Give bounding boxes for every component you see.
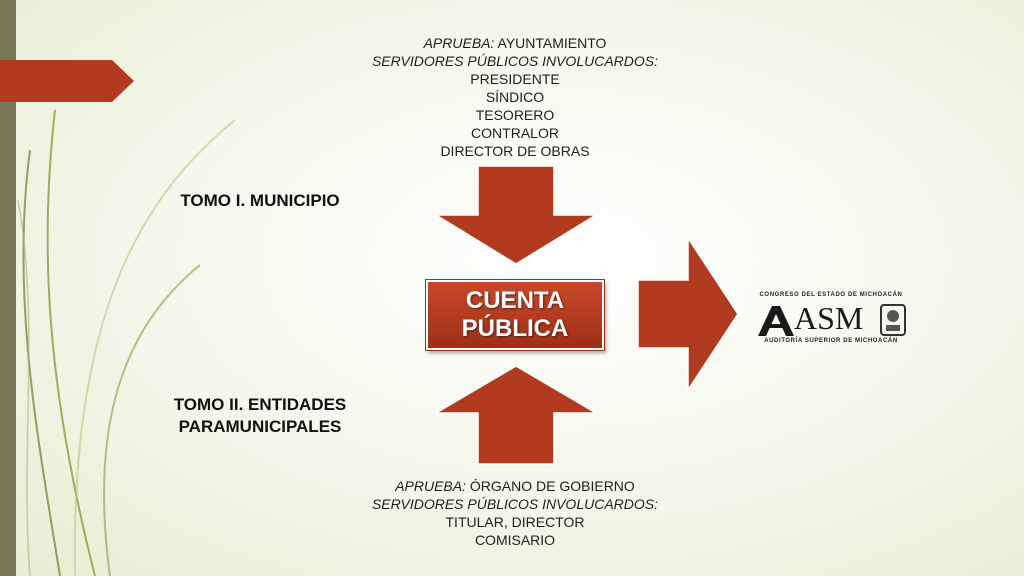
tomo-2-line2: PARAMUNICIPALES [178,417,342,436]
decorative-leaf-lines [17,109,236,576]
logo-seal-icon [880,304,906,336]
asm-logo: CONGRESO DEL ESTADO DE MICHOACÁN ASM AUD… [752,290,910,348]
bottom-involved-item: COMISARIO [474,532,556,548]
top-approves-line: APRUEBA: AYUNTAMIENTO [360,34,670,52]
logo-name: ASM [794,300,864,336]
title-tab-flag [0,60,134,102]
top-involved-item: CONTRALOR [471,125,559,141]
top-involved-item: PRESIDENTE [470,71,560,87]
right-arrow-icon [637,235,739,393]
cuenta-publica-box: CUENTA PÚBLICA [426,280,604,350]
bottom-approves-line: APRUEBA: ÓRGANO DE GOBIERNO [360,477,670,495]
tomo-1-label: TOMO I. MUNICIPIO [180,191,340,210]
logo-top-text: CONGRESO DEL ESTADO DE MICHOACÁN [759,292,903,298]
top-involved-item: DIRECTOR DE OBRAS [440,143,590,159]
logo-bottom-text: AUDITORÍA SUPERIOR DE MICHOACÁN [764,338,898,344]
bottom-approves-label: APRUEBA: [395,478,466,494]
down-arrow-icon [433,165,599,265]
bottom-approval-block: APRUEBA: ÓRGANO DE GOBIERNO SERVIDORES P… [360,477,670,549]
left-side-bar [0,0,16,576]
tomo-2-line1: TOMO II. ENTIDADES [173,395,347,414]
top-approves-value: AYUNTAMIENTO [497,35,607,51]
cuenta-publica-line1: CUENTA [465,287,565,314]
bottom-approves-value: ÓRGANO DE GOBIERNO [469,478,635,494]
bottom-involved-heading: SERVIDORES PÚBLICOS INVOLUCARDOS: [371,496,659,512]
tomo-2-label: TOMO II. ENTIDADES PARAMUNICIPALES [150,394,370,438]
top-involved-item: SÍNDICO [485,89,545,105]
cuenta-publica-line2: PÚBLICA [461,315,569,342]
top-involved-item: TESORERO [475,107,555,123]
top-approval-block: APRUEBA: AYUNTAMIENTO SERVIDORES PÚBLICO… [360,34,670,160]
top-involved-heading: SERVIDORES PÚBLICOS INVOLUCARDOS: [371,53,659,69]
up-arrow-icon [433,365,599,465]
logo-a-mark-icon [758,306,794,336]
bottom-involved-item: TITULAR, DIRECTOR [445,514,585,530]
top-approves-label: APRUEBA: [423,35,495,51]
